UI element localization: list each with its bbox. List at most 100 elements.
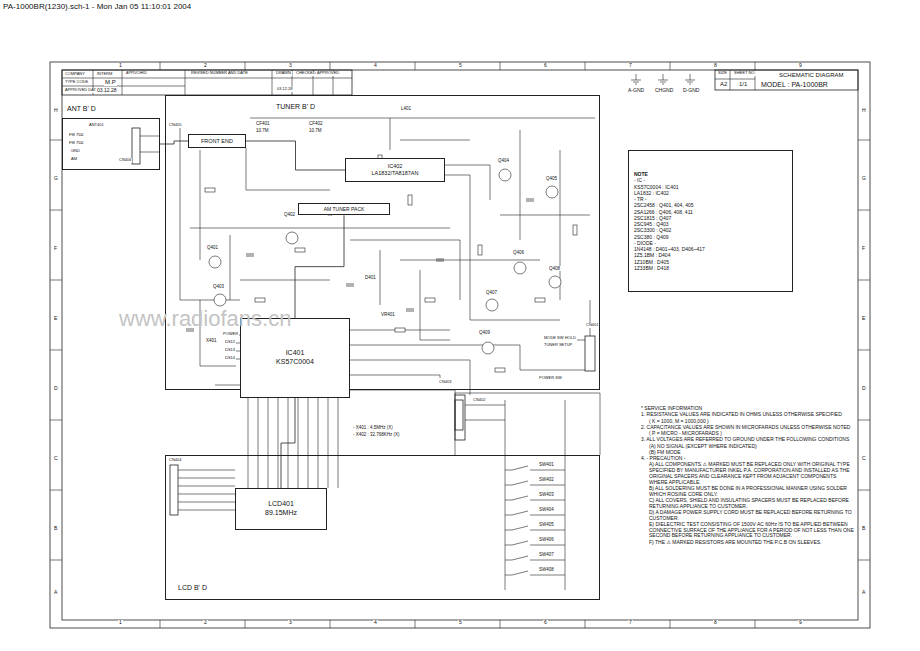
wire [415,620,416,628]
resistor-symbol [255,298,265,302]
node-text: 1Z10BM : D405 [634,259,669,265]
capacitor-plates [436,259,444,261]
resistor-symbol [395,328,405,332]
label-text: DS13 [224,348,236,353]
label-text: 8 [713,63,718,69]
wire [512,466,528,470]
wire [505,470,512,471]
node-title: LCD B' D [176,584,209,593]
outline-rect [62,70,858,620]
label-text: G [861,176,867,182]
wire [455,393,600,455]
wire [160,62,161,70]
label-text: PA-1000BR(1230).sch-1 - Mon Jan 05 11:10… [2,2,192,11]
component-box: AM TUNER PACK [298,203,390,215]
wire [278,398,279,488]
label-text: 3 [288,620,293,626]
wire [248,398,249,488]
capacitor-symbol [406,309,414,311]
label-text: 6 [543,63,548,69]
resistor-symbol [478,245,482,255]
wire [530,500,565,501]
resistor-symbol [205,188,215,192]
wire [858,210,870,211]
label-text: ( K = 1000, M = 1000,000 ) [648,419,857,425]
transistor-symbol [209,256,221,268]
label-text: H [53,108,59,114]
wire [380,250,381,305]
node-title: FRONT END [201,138,233,145]
label-text: VR401 [380,312,396,317]
label-text: CN404 [168,458,182,463]
capacitor-symbol [436,259,444,261]
label-text: 4 [373,63,378,69]
wire [560,150,561,300]
wire [670,62,671,70]
outline-rect [50,62,870,628]
wire [512,481,528,485]
wire [400,260,540,261]
label-text: CHECKED [295,71,317,76]
wire [328,398,329,488]
label-text: 5 [458,63,463,69]
wire [512,496,528,500]
wire [250,118,595,119]
wire [858,490,870,491]
wire [200,150,201,260]
label-text: SCHEMATIC DIAGRAM [778,72,845,79]
wire [660,82,666,83]
wire [246,148,330,190]
outline-rect [132,128,140,164]
label-text: (A) NO SIGNAL (EXCEPT WHERE INDICATED) [648,444,857,450]
component-box: IC402LA1832/TA8187AN [345,158,445,182]
wire [178,494,235,495]
wire [258,398,259,488]
node-text: - DIODE - [634,240,656,246]
capacitor-plates [406,309,414,311]
wire [755,620,756,628]
wire [715,79,755,80]
wire [530,575,565,576]
transistor-symbol [214,294,226,306]
wire [512,541,528,545]
wire [530,485,565,486]
wire [512,526,528,530]
label-text: SIZE [717,71,728,76]
label-text: CN403 [438,380,452,385]
wire [308,398,309,488]
label-text: - X401 : 4.5MHz (X) [352,425,394,430]
node-text: 2SC2458 : Q401, 404, 405 [634,202,694,208]
wire [338,398,339,488]
wire [230,235,231,300]
label-text: CF402 [308,121,324,126]
node-text: 2SC945 : Q403 [634,221,668,227]
label-text: MODE SW HOLD [543,336,577,341]
label-text: Q407 [485,290,498,295]
wire [565,400,566,590]
label-text: 1. RESISTANCE VALUES ARE INDICATED IN OH… [640,412,857,418]
label-text: 10.7M [308,128,323,133]
wire [465,420,505,421]
wire [185,70,186,95]
wire [140,136,160,137]
label-text: APPD/CHKD [125,71,148,75]
wire [730,70,731,90]
wire [445,175,560,320]
label-text: 1/1 [738,81,748,88]
component-box: LCD40189.15MHz [235,488,327,530]
wire [160,620,161,628]
label-text: FM 75Ω [68,133,84,138]
label-text: - X402 : 32.768KHz (X) [352,432,401,437]
label-text: DRAWN [275,71,292,76]
label-text: 4. - PRECAUTION - [640,456,857,462]
wire [330,62,331,70]
wire [858,350,870,351]
wire-connector [281,398,295,488]
node-title: IC401 [286,349,305,358]
label-text: 7 [628,620,633,626]
wire [350,390,455,395]
node-text: 2SC1815 : Q407 [634,215,671,221]
transistor-symbol [486,299,498,311]
wire [858,420,870,421]
